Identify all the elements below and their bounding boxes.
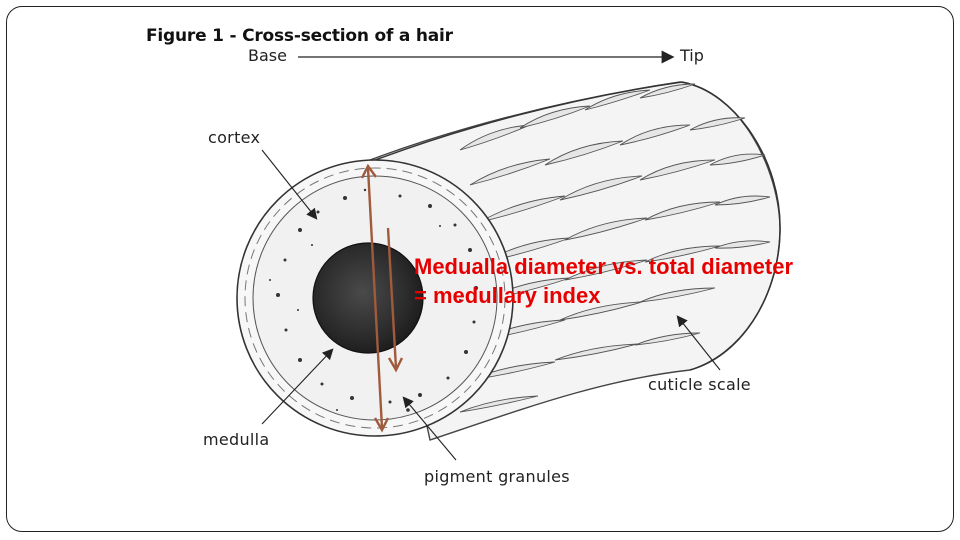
cortex-label: cortex — [208, 128, 261, 147]
pigment-granules-leader — [402, 396, 457, 461]
medullary-index-annotation: Medualla diameter vs. total diameter = m… — [414, 254, 794, 308]
cortex-leader — [261, 149, 318, 220]
pigment-granules — [269, 188, 481, 412]
medulla-leader — [261, 348, 334, 425]
figure-title: Figure 1 - Cross-section of a hair — [146, 26, 453, 46]
diameter-arrows — [360, 163, 404, 433]
medulla-diameter-arrow — [386, 227, 398, 369]
tip-label: Tip — [680, 46, 704, 65]
medulla — [312, 242, 424, 354]
pigment-granules-label: pigment granules — [424, 467, 570, 486]
total-diameter-arrow — [366, 167, 384, 429]
medulla-label: medulla — [203, 430, 270, 449]
base-label: Base — [248, 46, 287, 65]
cuticle-scale-label: cuticle scale — [648, 375, 751, 394]
cuticle-scale-leader — [676, 315, 721, 371]
